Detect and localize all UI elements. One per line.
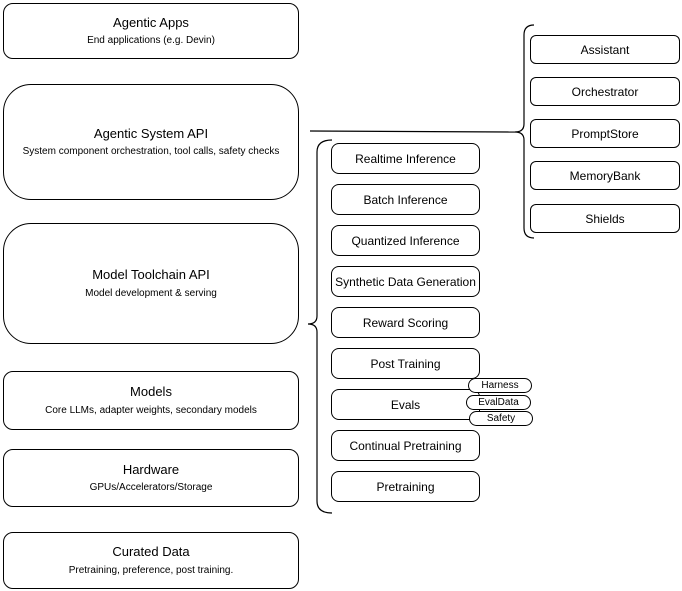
box-title: Model Toolchain API (92, 267, 210, 283)
box-title: Hardware (122, 461, 180, 477)
component-box-shields: Shields (530, 204, 680, 233)
service-box-evals: Evals (331, 389, 480, 420)
stack-box-agentic-apps: Agentic Apps End applications (e.g. Devi… (3, 3, 299, 59)
box-subtitle: Pretraining, preference, post training. (68, 564, 234, 576)
service-box-synthetic-data-generation: Synthetic Data Generation (331, 266, 480, 297)
service-box-continual-pretraining: Continual Pretraining (331, 430, 480, 461)
box-title: Curated Data (112, 544, 190, 560)
box-subtitle: End applications (e.g. Devin) (87, 35, 215, 47)
service-label: Synthetic Data Generation (335, 274, 476, 289)
stack-box-hardware: Hardware GPUs/Accelerators/Storage (3, 449, 299, 507)
service-box-pretraining: Pretraining (331, 471, 480, 502)
stack-box-agentic-system-api: Agentic System API System component orch… (3, 84, 299, 200)
pill-label: EvalData (478, 397, 519, 408)
stack-box-models: Models Core LLMs, adapter weights, secon… (3, 371, 299, 430)
component-label: PromptStore (571, 126, 639, 141)
eval-pill-harness: Harness (468, 378, 532, 393)
box-title: Agentic System API (93, 125, 209, 141)
component-box-assistant: Assistant (530, 35, 680, 64)
eval-pill-evaldata: EvalData (466, 395, 531, 410)
box-subtitle: GPUs/Accelerators/Storage (89, 482, 213, 494)
box-title: Agentic Apps (113, 14, 189, 30)
component-box-orchestrator: Orchestrator (530, 77, 680, 106)
stack-box-model-toolchain-api: Model Toolchain API Model development & … (3, 223, 299, 344)
component-box-memorybank: MemoryBank (530, 161, 680, 190)
box-subtitle: System component orchestration, tool cal… (22, 146, 280, 158)
toolchain-bracket (307, 139, 333, 514)
service-label: Quantized Inference (351, 233, 460, 248)
service-label: Pretraining (376, 479, 435, 494)
service-box-quantized-inference: Quantized Inference (331, 225, 480, 256)
system-connector-line (309, 130, 516, 133)
service-box-realtime-inference: Realtime Inference (331, 143, 480, 174)
component-label: MemoryBank (569, 168, 641, 183)
box-title: Models (130, 384, 172, 400)
component-label: Orchestrator (571, 84, 639, 99)
service-label: Reward Scoring (362, 315, 449, 330)
service-label: Batch Inference (363, 192, 448, 207)
component-box-promptstore: PromptStore (530, 119, 680, 148)
service-label: Post Training (370, 356, 441, 371)
box-subtitle: Core LLMs, adapter weights, secondary mo… (45, 404, 257, 416)
service-label: Realtime Inference (355, 151, 456, 166)
box-subtitle: Model development & serving (85, 287, 217, 299)
service-box-reward-scoring: Reward Scoring (331, 307, 480, 338)
pill-label: Safety (486, 413, 516, 424)
service-label: Continual Pretraining (349, 438, 462, 453)
component-label: Assistant (580, 42, 630, 57)
component-label: Shields (585, 211, 625, 226)
pill-label: Harness (481, 380, 519, 391)
service-label: Evals (390, 397, 421, 412)
service-box-post-training: Post Training (331, 348, 480, 379)
service-box-batch-inference: Batch Inference (331, 184, 480, 215)
stack-box-curated-data: Curated Data Pretraining, preference, po… (3, 532, 299, 589)
eval-pill-safety: Safety (469, 411, 533, 426)
